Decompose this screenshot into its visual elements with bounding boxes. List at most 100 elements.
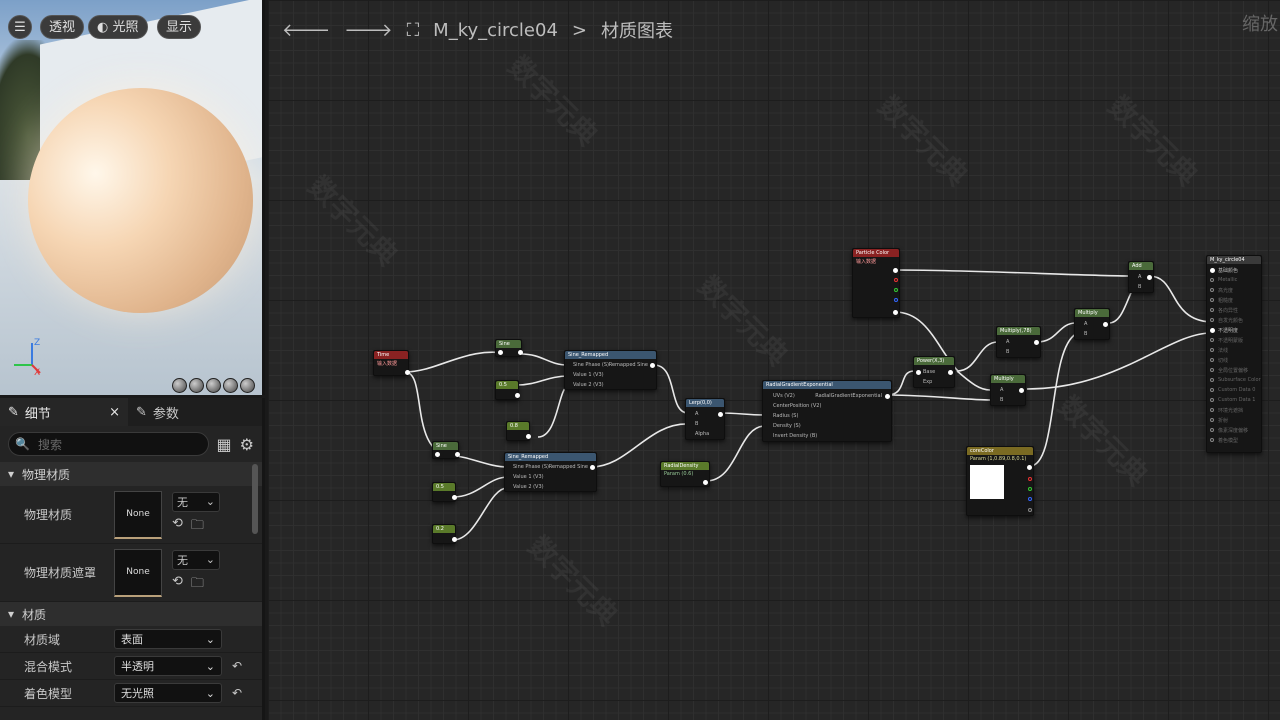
- input-pin[interactable]: [1210, 348, 1214, 352]
- cube-icon[interactable]: [223, 378, 238, 393]
- output-pin[interactable]: [452, 537, 457, 542]
- teapot-icon[interactable]: [240, 378, 255, 393]
- input-pin[interactable]: [1210, 408, 1214, 412]
- node-lerp[interactable]: Lerp(0,0) A B Alpha: [685, 398, 725, 440]
- output-pin-g[interactable]: [894, 288, 898, 292]
- node-multiply[interactable]: Multiply(,78) A B: [996, 326, 1041, 358]
- output-pin[interactable]: [893, 268, 898, 273]
- output-pin[interactable]: [1103, 322, 1108, 327]
- output-pin[interactable]: [455, 452, 460, 457]
- output-pin[interactable]: [885, 394, 890, 399]
- viewport-menu-button[interactable]: ☰: [8, 15, 32, 39]
- gear-icon[interactable]: ⚙: [239, 434, 254, 454]
- input-pin[interactable]: [435, 452, 440, 457]
- input-pin[interactable]: [1210, 418, 1214, 422]
- output-pin[interactable]: [1034, 340, 1039, 345]
- output-pin[interactable]: [948, 370, 953, 375]
- input-pin[interactable]: [1210, 308, 1214, 312]
- node-constant[interactable]: 0.8: [506, 421, 531, 441]
- node-sine-remapped[interactable]: Sine_Remapped Sine Phase (S) Remapped Si…: [504, 452, 597, 492]
- input-pin[interactable]: [1210, 298, 1214, 302]
- section-material[interactable]: ▾ 材质: [0, 602, 262, 626]
- preview-mesh-selector[interactable]: [172, 378, 255, 393]
- input-pin[interactable]: [1210, 318, 1214, 322]
- node-particle-color[interactable]: Particle Color 输入数据: [852, 248, 900, 318]
- forward-arrow-icon[interactable]: 🡒: [344, 19, 393, 41]
- reset-arrow-icon[interactable]: ↶: [232, 686, 243, 700]
- asset-mode-dropdown[interactable]: 无⌄: [172, 549, 220, 570]
- browse-folder-icon[interactable]: 🗀: [190, 517, 204, 533]
- input-pin[interactable]: [1210, 358, 1214, 362]
- node-sine[interactable]: Sine: [495, 339, 523, 357]
- back-arrow-icon[interactable]: 🡐: [282, 19, 331, 41]
- asset-thumbnail[interactable]: None: [114, 548, 162, 597]
- output-pin[interactable]: [518, 350, 523, 355]
- node-radial-density-param[interactable]: RadialDensity Param (0.6): [660, 461, 710, 487]
- output-pin[interactable]: [650, 363, 655, 368]
- search-input[interactable]: 🔍 搜索: [8, 432, 209, 456]
- input-pin[interactable]: [1210, 388, 1214, 392]
- details-scrollbar[interactable]: [252, 464, 258, 534]
- browse-folder-icon[interactable]: 🗀: [190, 575, 204, 591]
- input-pin[interactable]: [1210, 278, 1214, 282]
- output-pin-a[interactable]: [893, 310, 898, 315]
- output-pin[interactable]: [1019, 388, 1024, 393]
- reset-arrow-icon[interactable]: ↶: [232, 659, 243, 673]
- reset-arrow-icon[interactable]: ⟲: [172, 573, 183, 589]
- input-pin[interactable]: [1210, 438, 1214, 442]
- reset-arrow-icon[interactable]: ⟲: [172, 515, 183, 531]
- tab-params[interactable]: ✎ 参数: [128, 398, 187, 426]
- output-pin[interactable]: [590, 465, 595, 470]
- output-pin[interactable]: [703, 480, 708, 485]
- output-pin[interactable]: [452, 495, 457, 500]
- input-pin[interactable]: [1210, 268, 1215, 273]
- perspective-button[interactable]: 透视: [40, 15, 85, 39]
- node-core-color[interactable]: coreColor Param (1,0.89,0.8,0.1): [966, 446, 1034, 516]
- input-pin[interactable]: [498, 350, 503, 355]
- input-pin[interactable]: [1210, 338, 1214, 342]
- output-pin-a[interactable]: [1028, 508, 1032, 512]
- node-multiply[interactable]: Multiply A B: [1074, 308, 1110, 340]
- node-sine-remapped[interactable]: Sine_Remapped Sine Phase (S) Remapped Si…: [564, 350, 657, 390]
- close-icon[interactable]: ×: [109, 404, 120, 420]
- material-domain-dropdown[interactable]: 表面⌄: [114, 629, 222, 649]
- input-pin[interactable]: [1210, 328, 1215, 333]
- tab-details[interactable]: ✎ 细节 ×: [0, 398, 128, 426]
- breadcrumb-asset[interactable]: M_ky_circle04: [433, 19, 558, 41]
- sphere-icon[interactable]: [189, 378, 204, 393]
- node-constant[interactable]: 0.2: [432, 524, 457, 544]
- output-pin[interactable]: [405, 370, 410, 375]
- node-constant[interactable]: 0.5: [495, 380, 520, 400]
- input-pin[interactable]: [1210, 398, 1214, 402]
- shading-model-dropdown[interactable]: 无光照⌄: [114, 683, 222, 703]
- material-graph-canvas[interactable]: 数字元典 数字元典 数字元典 数字元典 数字元典 数字元典 数字元典: [268, 0, 1280, 720]
- input-pin[interactable]: [1210, 368, 1214, 372]
- output-pin-g[interactable]: [1028, 487, 1032, 491]
- node-time[interactable]: Time 输入数据: [373, 350, 410, 376]
- node-constant[interactable]: 0.5: [432, 482, 457, 502]
- node-power[interactable]: Power(X,3) Base Exp: [913, 356, 955, 388]
- input-pin[interactable]: [1210, 378, 1214, 382]
- blend-mode-dropdown[interactable]: 半透明⌄: [114, 656, 222, 676]
- node-add[interactable]: Add A B: [1128, 261, 1154, 293]
- output-pin-r[interactable]: [894, 278, 898, 282]
- plane-icon[interactable]: [206, 378, 221, 393]
- preview-viewport[interactable]: ☰ 透视 ◐ 光照 显示 Z X: [0, 0, 265, 395]
- asset-mode-dropdown[interactable]: 无⌄: [172, 491, 220, 512]
- output-pin[interactable]: [515, 393, 520, 398]
- lit-button[interactable]: ◐ 光照: [88, 15, 148, 39]
- show-button[interactable]: 显示: [157, 15, 202, 39]
- cylinder-icon[interactable]: [172, 378, 187, 393]
- table-view-icon[interactable]: ▦: [216, 434, 232, 454]
- output-pin[interactable]: [526, 434, 531, 439]
- section-physical-material[interactable]: ▾ 物理材质: [0, 462, 262, 486]
- node-sine[interactable]: Sine: [432, 441, 460, 459]
- output-pin-b[interactable]: [1028, 497, 1032, 501]
- input-pin[interactable]: [916, 370, 921, 375]
- node-radial-gradient[interactable]: RadialGradientExponential RadialGradient…: [762, 380, 892, 442]
- input-pin[interactable]: [1210, 288, 1214, 292]
- asset-thumbnail[interactable]: None: [114, 490, 162, 539]
- output-pin-r[interactable]: [1028, 477, 1032, 481]
- input-pin[interactable]: [1210, 428, 1214, 432]
